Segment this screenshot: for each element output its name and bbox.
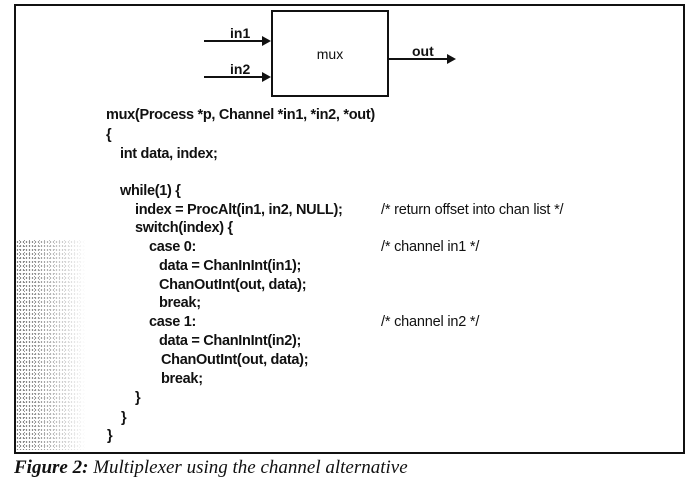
code-line: while(1) { (120, 183, 181, 199)
code-line: index = ProcAlt(in1, in2, NULL); (135, 202, 343, 218)
input-arrow-in1-head-icon (262, 36, 271, 46)
mux-block-label: mux (317, 46, 343, 62)
code-comment: /* channel in2 */ (381, 314, 480, 330)
input-label-in1: in1 (230, 25, 250, 41)
mux-block (271, 10, 389, 97)
code-line: break; (161, 371, 203, 387)
mux-block-diagram: mux in1 in2 out (204, 10, 456, 97)
figure-caption: Figure 2: Multiplexer using the channel … (14, 457, 408, 479)
code-line: data = ChanInInt(in2); (159, 333, 302, 349)
code-line: ChanOutInt(out, data); (161, 352, 309, 368)
figure-label: Figure 2: (14, 457, 89, 478)
code-line: } (135, 390, 141, 406)
code-line: } (121, 410, 127, 426)
output-label-out: out (412, 43, 434, 59)
code-line: case 0: (149, 239, 197, 255)
code-comment: /* return offset into chan list */ (381, 202, 564, 218)
code-line: mux(Process *p, Channel *in1, *in2, *out… (106, 107, 375, 123)
code-comment: /* channel in1 */ (381, 239, 480, 255)
figure-frame (14, 4, 685, 454)
code-line: case 1: (149, 314, 197, 330)
figure-caption-text: Multiplexer using the channel alternativ… (93, 457, 408, 478)
scan-noise (16, 240, 86, 450)
code-line: break; (159, 295, 201, 311)
output-arrow-head-icon (447, 54, 456, 64)
code-line: { (106, 127, 112, 143)
code-line: int data, index; (120, 146, 218, 162)
input-label-in2: in2 (230, 61, 250, 77)
code-line: } (107, 428, 113, 444)
code-line: switch(index) { (135, 220, 233, 236)
code-line: ChanOutInt(out, data); (159, 277, 307, 293)
code-line: data = ChanInInt(in1); (159, 258, 302, 274)
input-arrow-in2-head-icon (262, 72, 271, 82)
